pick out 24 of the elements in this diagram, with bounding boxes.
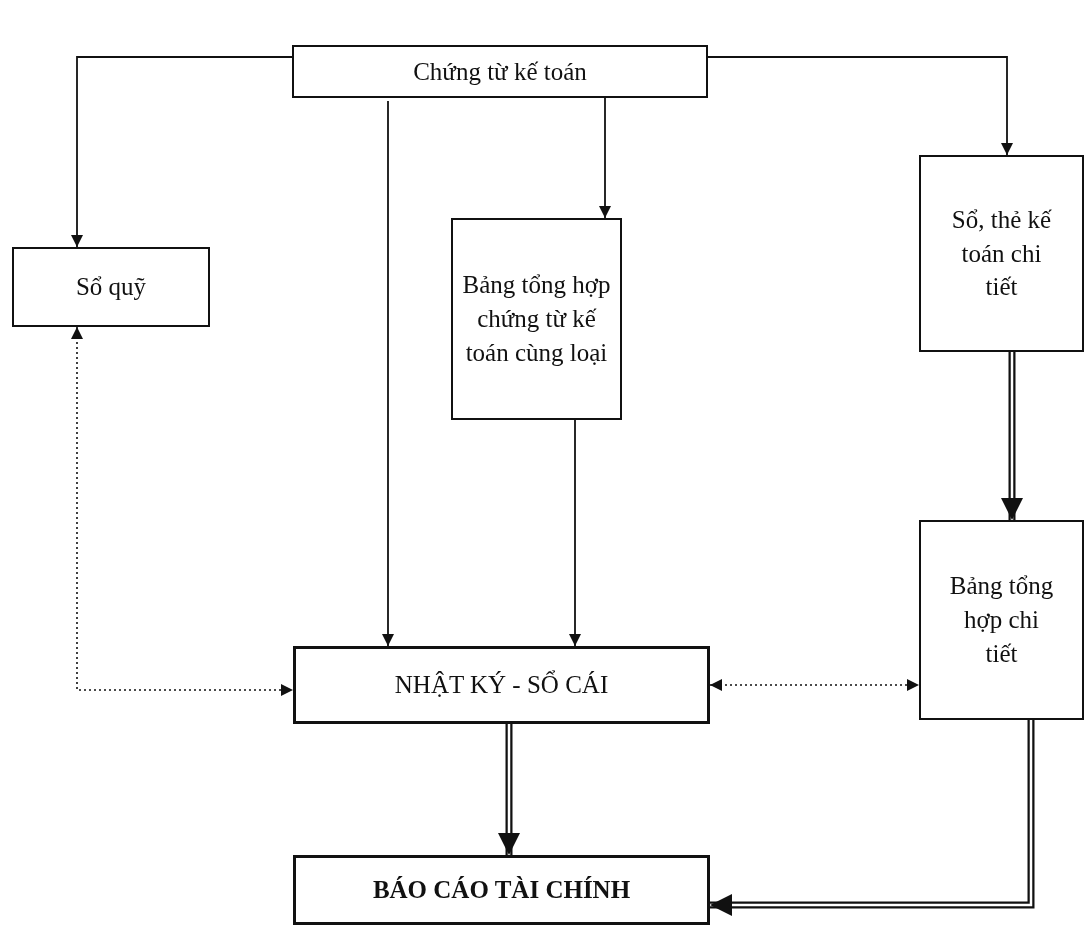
arrow <box>382 100 394 647</box>
arrow <box>707 56 1013 156</box>
double-arrow <box>1001 352 1023 520</box>
double-arrow <box>710 720 1035 916</box>
box-label: Chứng từ kế toán <box>413 56 587 87</box>
process-box <box>293 646 710 724</box>
box-label: Bảng tổng hợp chi tiết <box>948 571 1055 669</box>
process-box <box>919 155 1084 352</box>
dotted-arrow <box>709 679 920 691</box>
box-label: Sổ, thẻ kế toán chi tiết <box>950 204 1053 303</box>
box-label: Bảng tổng hợp chứng từ kế toán cùng loại <box>461 270 612 368</box>
process-box <box>292 45 708 98</box>
process-box <box>451 218 622 420</box>
box-label: Sổ quỹ <box>75 272 147 303</box>
process-box <box>293 855 710 925</box>
arrow <box>569 419 581 647</box>
box-label: NHẬT KÝ - SỔ CÁI <box>394 669 609 701</box>
arrow <box>599 97 611 219</box>
dotted-arrow <box>71 326 294 696</box>
process-box <box>919 520 1084 720</box>
arrow <box>71 56 293 248</box>
process-box <box>12 247 210 327</box>
box-label: BÁO CÁO TÀI CHÍNH <box>372 875 631 906</box>
double-arrow <box>498 724 520 855</box>
